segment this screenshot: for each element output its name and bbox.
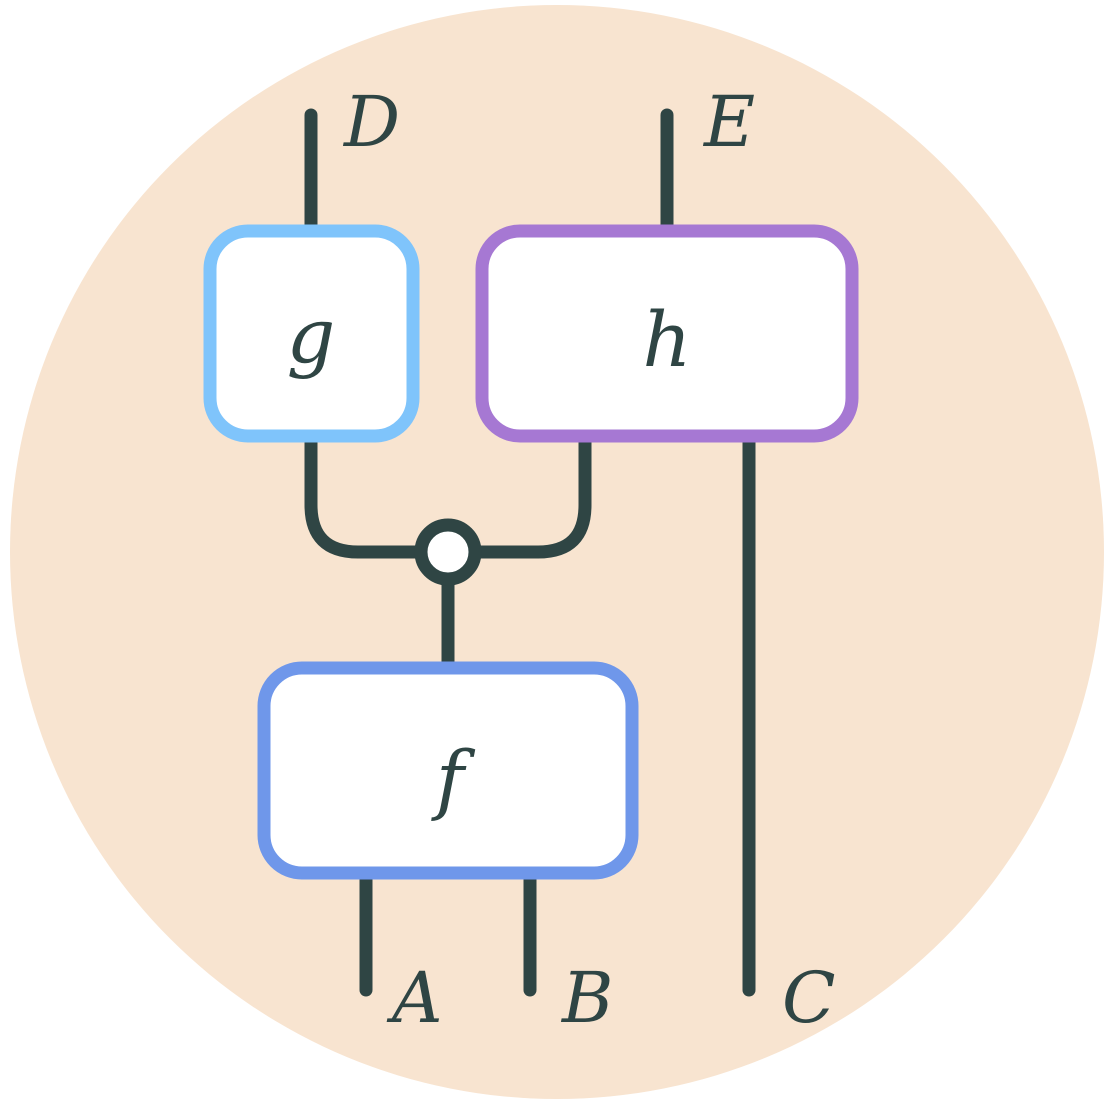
box-g-label: g (287, 291, 336, 380)
wire-g-to-node (304, 429, 427, 559)
wire-label-e: E (702, 81, 755, 163)
box-f: f (257, 661, 639, 880)
wire-h-to-node (469, 429, 592, 559)
wire-label-b: B (560, 957, 613, 1039)
wire-label-a: A (386, 957, 443, 1039)
box-h: h (475, 224, 859, 443)
wire-label-d: D (342, 81, 400, 163)
wire-label-c: C (782, 957, 836, 1039)
box-h-label: h (643, 295, 692, 384)
box-g: g (203, 224, 420, 443)
merge-node (414, 518, 482, 586)
